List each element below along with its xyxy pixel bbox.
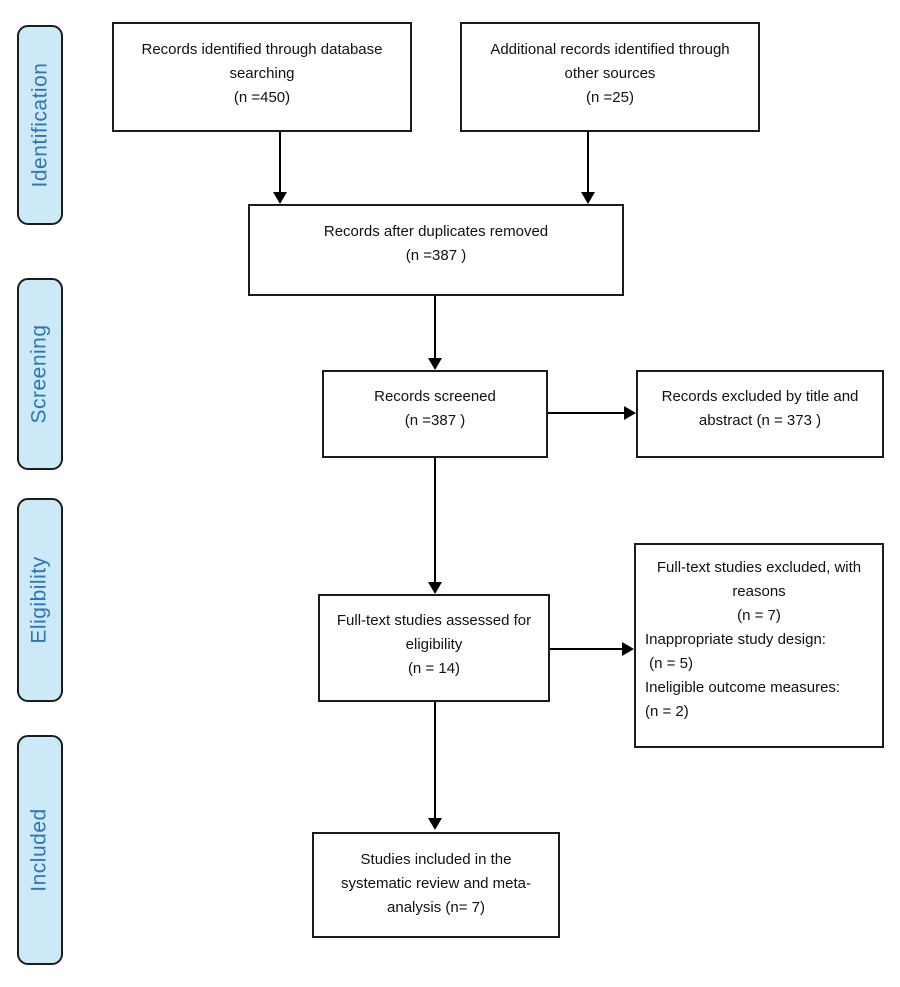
box-text-line: (n =25) [586,89,634,106]
box-text-line: Full-text studies excluded, with [656,559,862,576]
box-fulltext-excluded: Full-text studies excluded, with reasons… [634,543,884,748]
box-text-line: Records identified through database [141,41,383,58]
box-records-excluded: Records excluded by title and abstract (… [636,370,884,458]
stage-identification-label: Identification [28,62,52,188]
box-additional-records: Additional records identified through ot… [460,22,760,132]
box-text-line: (n =387 ) [405,247,467,264]
arrow-identified-to-duplicates-head-icon [273,192,287,204]
box-text-line: searching [229,65,295,82]
arrow-screened-to-fulltext-shaft [434,458,436,583]
arrow-identified-to-duplicates-shaft [279,132,281,193]
stage-identification: Identification [17,25,63,225]
arrow-fulltext-to-included-shaft [434,702,436,819]
box-text-line: Additional records identified through [490,41,730,58]
box-text-line: (n =450) [233,89,291,106]
arrow-screened-to-fulltext-head-icon [428,582,442,594]
box-text-line: (n = 7) [737,607,781,624]
box-records-identified: Records identified through database sear… [112,22,412,132]
box-text-line: Full-text studies assessed for [336,612,532,629]
box-text-line: Records screened [374,388,496,405]
box-text-line: Ineligible outcome measures: [645,679,841,696]
arrow-additional-to-duplicates-head-icon [581,192,595,204]
stage-eligibility: Eligibility [17,498,63,702]
box-text-line: (n = 5) [645,655,693,672]
stage-screening-label: Screening [28,324,51,424]
box-text-line: Records after duplicates removed [323,223,549,240]
box-text-line: Inappropriate study design: [645,631,826,648]
arrow-fulltext-to-excluded-shaft [550,648,623,650]
box-studies-included: Studies included in the systematic revie… [312,832,560,938]
box-text-line: Records excluded by title and [661,388,859,405]
box-text-line: Studies included in the [360,851,512,868]
arrow-duplicates-to-screened-head-icon [428,358,442,370]
box-records-screened: Records screened (n =387 ) [322,370,548,458]
arrow-screened-to-excluded-head-icon [624,406,636,420]
box-text-line: analysis (n= 7) [387,899,485,916]
box-text-line: (n = 14) [407,660,461,677]
box-text-line: reasons [732,583,786,600]
box-text-line: other sources [564,65,656,82]
stage-included: Included [17,735,63,965]
exclusion-reasons-block: Inappropriate study design: (n = 5) Inel… [636,628,882,724]
box-after-duplicates: Records after duplicates removed (n =387… [248,204,624,296]
arrow-fulltext-to-included-head-icon [428,818,442,830]
box-text-line: (n =387 ) [404,412,466,429]
arrow-fulltext-to-excluded-head-icon [622,642,634,656]
box-fulltext-assessed: Full-text studies assessed for eligibili… [318,594,550,702]
box-text-line: (n = 2) [645,703,689,720]
arrow-screened-to-excluded-shaft [548,412,625,414]
arrow-additional-to-duplicates-shaft [587,132,589,193]
stage-included-label: Included [28,808,51,892]
box-text-line: abstract (n = 373 ) [698,412,822,429]
box-text-line: systematic review and meta- [340,875,532,892]
arrow-duplicates-to-screened-shaft [434,296,436,359]
stage-eligibility-label: Eligibility [28,556,52,644]
box-text-line: eligibility [405,636,463,653]
stage-screening: Screening [17,278,63,470]
